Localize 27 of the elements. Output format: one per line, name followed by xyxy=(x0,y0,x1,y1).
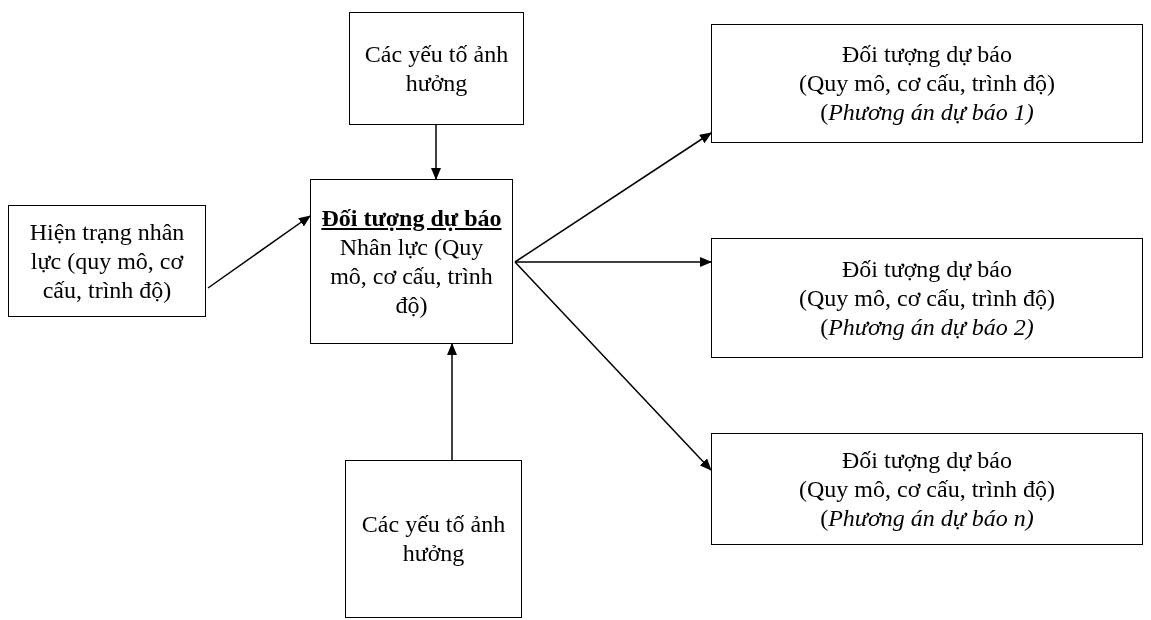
box-heading: Đối tượng dự báo xyxy=(321,203,502,233)
box-text: Đối tượng dự báo xyxy=(842,254,1012,284)
box-text: Các yếu tố ảnh hưởng xyxy=(363,39,510,98)
box-text: Nhân lực (Quy mô, cơ cấu, trình độ) xyxy=(329,232,494,320)
box-text: Đối tượng dự báo xyxy=(842,445,1012,475)
box-text: (Phương án dự báo n) xyxy=(820,503,1034,533)
process-box xyxy=(8,205,206,317)
box-text: (Quy mô, cơ cấu, trình độ) xyxy=(799,283,1055,313)
box-text: Các yếu tố ảnh hưởng xyxy=(360,510,507,568)
box-text: Hiện trạng nhân lực (quy mô, cơ cấu, trình độ) xyxy=(28,217,186,305)
arrow xyxy=(207,215,311,289)
process-box xyxy=(711,238,1143,358)
arrow xyxy=(514,257,712,267)
arrow xyxy=(514,132,712,263)
arrow xyxy=(514,261,712,471)
arrow xyxy=(447,343,457,461)
process-box xyxy=(711,433,1143,545)
process-box xyxy=(310,179,513,344)
process-box xyxy=(711,24,1143,143)
box-text: (Quy mô, cơ cấu, trình độ) xyxy=(799,474,1055,504)
process-box xyxy=(349,12,524,125)
box-text: (Phương án dự báo 2) xyxy=(820,312,1034,342)
box-text: (Phương án dự báo 1) xyxy=(820,98,1034,127)
arrow xyxy=(431,124,441,180)
process-box xyxy=(345,460,522,618)
box-text: (Quy mô, cơ cấu, trình độ) xyxy=(799,69,1055,98)
box-text: Đối tượng dự báo xyxy=(842,40,1012,69)
